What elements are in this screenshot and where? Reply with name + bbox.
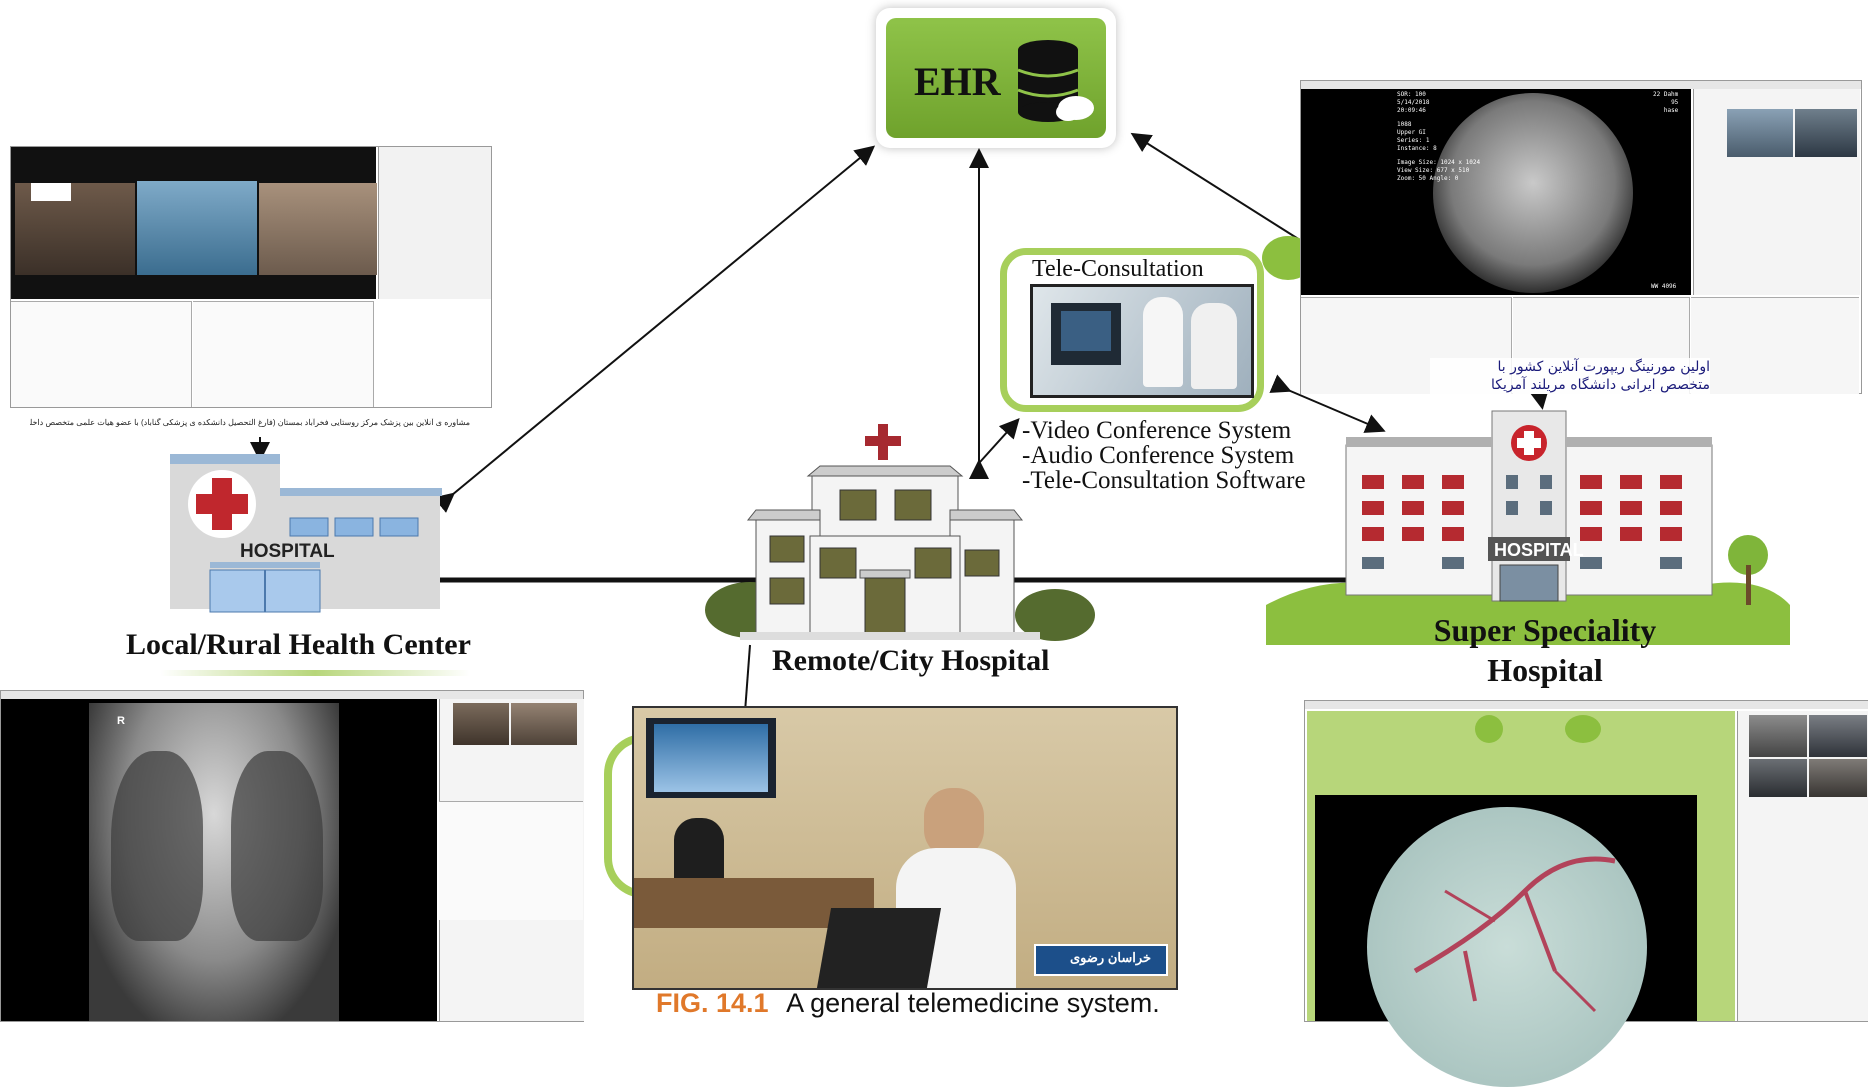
ehr-node: EHR	[876, 8, 1116, 148]
chest-xray-viewer: R	[0, 690, 584, 1022]
line-local-ehr	[433, 145, 876, 513]
video-tile-micro-1	[1749, 715, 1807, 757]
figure-label: FIG. 14.1	[656, 988, 769, 1018]
microscopy-viewer	[1304, 700, 1868, 1087]
line-city-photo	[744, 644, 751, 713]
teleconsult-green-arc	[604, 734, 652, 898]
local-health-center-building	[170, 454, 442, 613]
video-tile-super-1	[1727, 109, 1793, 157]
video-conference-panel-local	[10, 146, 492, 408]
video-tile-2	[137, 181, 257, 275]
ehr-label: EHR	[914, 59, 1001, 104]
super-hospital-caption: Super Speciality Hospital	[1433, 612, 1657, 688]
video-tile-micro-2	[1809, 715, 1867, 757]
persian-caption-local: مشاوره ی آنلاین بین پزشک مرکز روستایی فخ…	[30, 418, 470, 427]
video-tile-xray-2	[511, 703, 577, 745]
teleconsult-photo	[1030, 284, 1254, 398]
tv-logo-text: خراسان رضوی	[1070, 950, 1152, 965]
city-hospital-caption: Remote/City Hospital	[772, 644, 1050, 677]
line-super-ehr	[1130, 132, 1301, 241]
database-cloud-icon	[1017, 40, 1094, 122]
figure-caption: FIG. 14.1 A general telemedicine system.	[656, 988, 1160, 1019]
figure-text: A general telemedicine system.	[786, 988, 1160, 1018]
line-teleconsult-super	[1269, 374, 1386, 433]
xray-marker: R	[117, 715, 125, 727]
line-super-photo	[1529, 388, 1549, 410]
teleconsult-systems-list: -Video Conference System -Audio Conferen…	[1022, 418, 1306, 493]
system-video: -Video Conference System	[1022, 417, 1292, 444]
video-tile-3	[259, 183, 377, 275]
specimen-drawing	[1413, 856, 1616, 1013]
video-tile-super-2	[1795, 109, 1857, 157]
city-hospital-building	[705, 424, 1095, 641]
line-city-teleconsult	[979, 418, 1020, 463]
system-software: -Tele-Consultation Software	[1022, 467, 1306, 494]
local-building-sign: HOSPITAL	[240, 541, 335, 562]
fluoroscopy-image	[1433, 93, 1633, 293]
super-building-sign: HOSPITAL	[1494, 540, 1584, 560]
super-hospital-building	[1266, 410, 1790, 645]
teleconsult-title: Tele-Consultation	[1032, 256, 1204, 282]
clinic-photo: خراسان رضوی	[632, 706, 1178, 990]
local-center-caption: Local/Rural Health Center	[126, 628, 471, 661]
video-tile-micro-4	[1809, 759, 1867, 797]
local-caption-underline	[160, 670, 470, 676]
video-tile-micro-3	[1749, 759, 1807, 797]
system-audio: -Audio Conference System	[1022, 442, 1295, 469]
right-lung	[231, 751, 323, 941]
persian-caption-super: اولین مورنینگ ریپورت آنلاین کشور با متخص…	[1430, 358, 1710, 394]
left-lung	[111, 751, 203, 941]
xray-window-level: WW 4096	[1651, 283, 1677, 290]
tv-logo	[1034, 944, 1168, 976]
video-tile-xray-1	[453, 703, 509, 745]
